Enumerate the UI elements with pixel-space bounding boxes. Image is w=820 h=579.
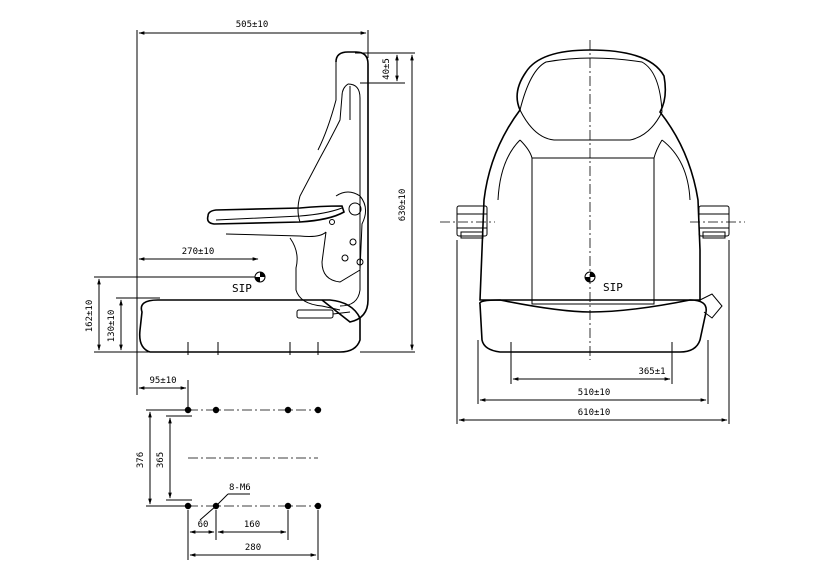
headrest-adjust-label: 40±5 — [382, 58, 392, 80]
sip-horizontal-label: 270±10 — [182, 247, 215, 257]
side-view: 505±10 40±5 630±10 — [85, 20, 415, 408]
height-adjust-lever — [296, 309, 334, 319]
outer-depth-label: 376 — [136, 452, 146, 468]
cushion-inner-label: 365±1 — [638, 367, 665, 377]
sip-height-min-label: 130±10 — [107, 310, 117, 343]
sip-marker-front — [584, 271, 596, 283]
offset-label: 60 — [198, 520, 209, 530]
front-view: SIP 365±1 510±10 610±10 — [440, 40, 745, 424]
overall-width-label: 610±10 — [578, 408, 611, 418]
sip-height-max-label: 162±10 — [85, 300, 95, 333]
headrest-outline — [519, 57, 663, 141]
mount-offset-label: 95±10 — [149, 376, 176, 386]
bolt-label: 8-M6 — [229, 483, 251, 493]
sip-marker-side — [254, 271, 266, 283]
inner-depth-label: 365 — [156, 452, 166, 468]
front-cushion-outline — [479, 299, 707, 353]
front-back-outline — [479, 49, 701, 301]
seat-back-outline — [321, 51, 369, 323]
recline-mechanism — [321, 191, 366, 283]
seat-suspension — [289, 237, 341, 311]
depth-label: 505±10 — [236, 20, 269, 30]
front-adjust-lever — [699, 293, 723, 319]
left-armrest-block — [456, 205, 488, 239]
mounting-plan: 376 365 8-M6 60 160 280 — [136, 406, 322, 560]
sip-label-side: SIP — [232, 282, 252, 295]
cushion-width-label: 510±10 — [578, 388, 611, 398]
seat-cushion-outline — [138, 299, 361, 353]
span-label: 280 — [245, 543, 261, 553]
backrest-center-panel — [531, 157, 655, 305]
right-armrest-block — [698, 205, 730, 239]
hole-spacing-label: 160 — [244, 520, 260, 530]
height-label: 630±10 — [398, 189, 408, 222]
sip-label-front: SIP — [603, 281, 623, 294]
armrest-outline — [206, 205, 345, 225]
